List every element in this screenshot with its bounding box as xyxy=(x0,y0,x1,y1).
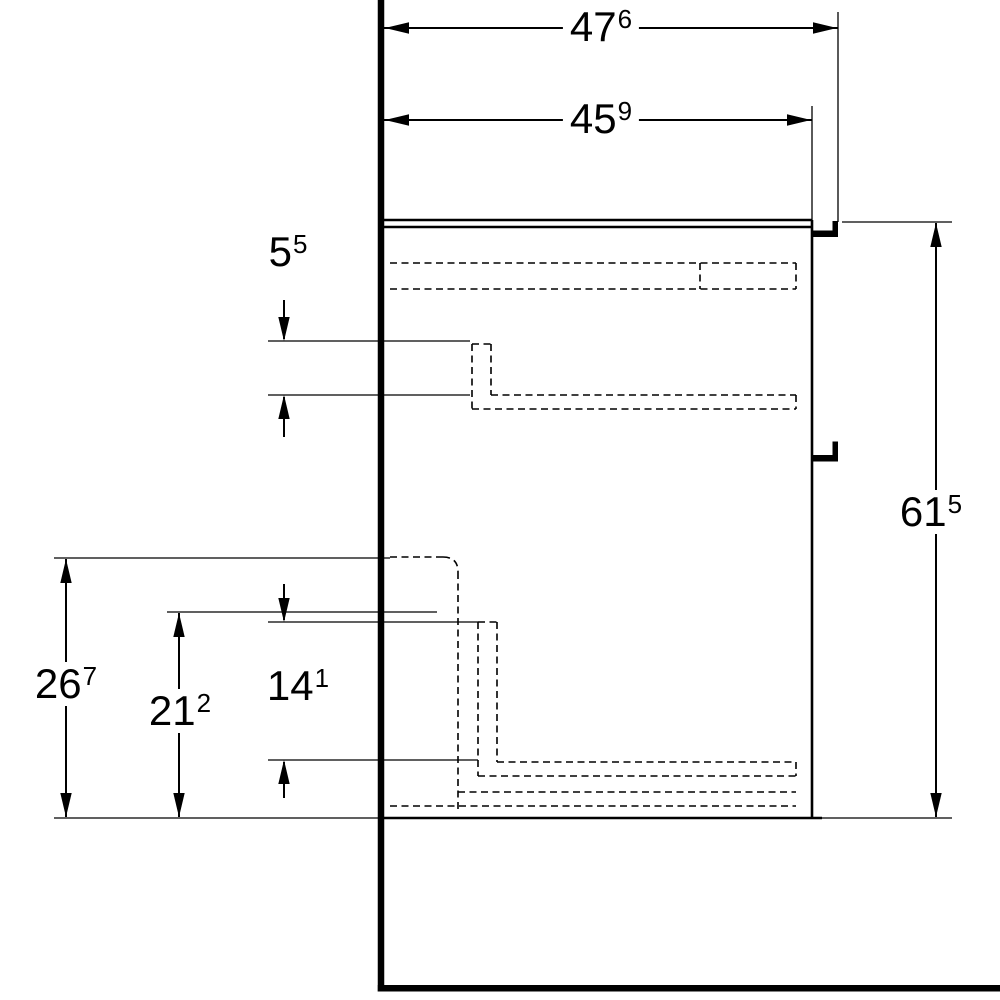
bottom-drawer-handle xyxy=(812,441,838,462)
dimension-label-height-mid-zone: 212 xyxy=(141,687,219,734)
dimension-value: 47 xyxy=(569,3,617,50)
dimension-label-depth-body: 459 xyxy=(562,95,640,142)
dimension-superscript: 9 xyxy=(617,96,633,126)
dimension-label-height-drawer-front: 141 xyxy=(259,662,337,709)
top-drawer-handle xyxy=(812,221,838,237)
dimension-label-height-total: 615 xyxy=(892,488,970,535)
hidden-edges-dashed xyxy=(390,262,797,810)
dimension-value: 14 xyxy=(266,662,314,709)
dimension-value: 5 xyxy=(268,228,292,275)
cabinet-outline xyxy=(384,218,822,820)
dimension-value: 21 xyxy=(148,687,196,734)
dimension-superscript: 1 xyxy=(314,663,330,693)
dimension-value: 45 xyxy=(569,95,617,142)
extension-lines xyxy=(54,12,952,819)
dimension-label-height-bottom-zone: 267 xyxy=(27,660,105,707)
dimension-superscript: 6 xyxy=(617,4,633,34)
dimension-value: 61 xyxy=(899,488,947,535)
dim-offset-5-arrows xyxy=(278,300,290,437)
dimension-superscript: 5 xyxy=(292,229,308,259)
dimension-value: 26 xyxy=(34,660,82,707)
dimension-superscript: 2 xyxy=(196,688,212,718)
dimension-label-front-top-offset: 55 xyxy=(261,228,315,275)
dim-height-14-arrows xyxy=(278,584,290,798)
dimension-superscript: 7 xyxy=(82,661,98,691)
upper-drawer-dashed-outline xyxy=(471,343,797,410)
lower-drawer-dashed-outline xyxy=(477,621,797,777)
dimension-superscript: 5 xyxy=(947,489,963,519)
dimension-label-depth-total: 476 xyxy=(562,3,640,50)
